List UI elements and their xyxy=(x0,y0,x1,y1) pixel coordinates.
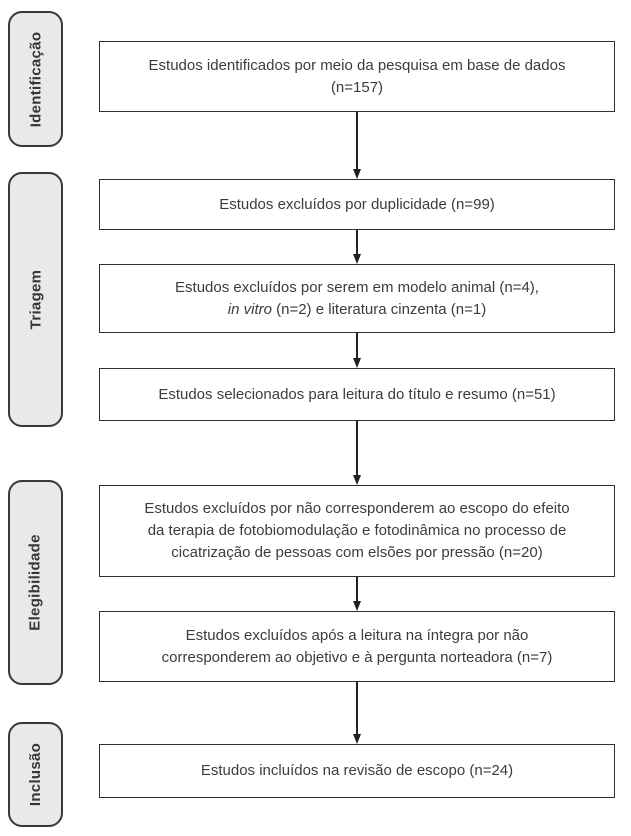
box-excluded-out-of-scope: Estudos excluídos por não corresponderem… xyxy=(99,485,615,577)
stage-inclusao: Inclusão xyxy=(8,722,63,827)
flow-arrow-1 xyxy=(353,112,361,179)
arrow-head-icon xyxy=(353,475,361,485)
box-text-line: Estudos excluídos por não corresponderem… xyxy=(144,500,570,517)
box-excluded-duplicates: Estudos excluídos por duplicidade (n=99) xyxy=(99,179,615,230)
stage-identificacao-label: Identificação xyxy=(27,31,44,127)
stage-identificacao: Identificação xyxy=(8,11,63,147)
arrow-head-icon xyxy=(353,358,361,368)
box-text-line: da terapia de fotobiomodulação e fotodin… xyxy=(147,522,567,539)
box-text-line: Estudos selecionados para leitura do tít… xyxy=(158,385,556,403)
box-included-review: Estudos incluídos na revisão de escopo (… xyxy=(99,744,615,798)
italic-in-vitro: in vitro xyxy=(227,300,272,318)
box-text-line: cicatrização de pessoas com elsões por p… xyxy=(171,544,543,561)
box-text-line: corresponderem ao objetivo e à pergunta … xyxy=(161,648,553,666)
flow-arrow-2 xyxy=(353,230,361,264)
box-text-line: Estudos excluídos por serem em modelo an… xyxy=(175,278,539,296)
stage-triagem-label: Triagem xyxy=(27,269,44,330)
flow-arrow-4 xyxy=(353,421,361,485)
box-selected-title-abstract: Estudos selecionados para leitura do tít… xyxy=(99,368,615,421)
stage-elegibilidade: Elegibilidade xyxy=(8,480,63,685)
arrow-head-icon xyxy=(353,254,361,264)
box-text-line: Estudos excluídos por duplicidade (n=99) xyxy=(219,195,495,213)
stage-inclusao-label: Inclusão xyxy=(27,742,44,807)
box-excluded-animal-invitro-grey-literature: Estudos excluídos por serem em modelo an… xyxy=(99,264,615,333)
box-identified-studies: Estudos identificados por meio da pesqui… xyxy=(99,41,615,112)
box-text-line: Estudos identificados por meio da pesqui… xyxy=(148,56,566,74)
arrow-shaft xyxy=(356,577,358,601)
arrow-shaft xyxy=(356,112,358,169)
box-text-line: (n=157) xyxy=(330,78,384,96)
arrow-head-icon xyxy=(353,169,361,179)
box-text-line: in vitro (n=2) e literatura cinzenta (n=… xyxy=(228,299,486,321)
arrow-head-icon xyxy=(353,601,361,611)
flow-arrow-3 xyxy=(353,333,361,368)
box-excluded-full-text: Estudos excluídos após a leitura na ínte… xyxy=(99,611,615,682)
stage-triagem: Triagem xyxy=(8,172,63,427)
arrow-shaft xyxy=(356,421,358,475)
arrow-head-icon xyxy=(353,734,361,744)
flow-arrow-5 xyxy=(353,577,361,611)
arrow-shaft xyxy=(356,682,358,734)
stage-elegibilidade-label: Elegibilidade xyxy=(27,534,45,631)
box-text-line: Estudos incluídos na revisão de escopo (… xyxy=(200,762,514,779)
flow-arrow-6 xyxy=(353,682,361,744)
box-text-segment: (n=2) e literatura cinzenta (n=1) xyxy=(271,300,487,318)
arrow-shaft xyxy=(356,333,358,358)
box-text-line: Estudos excluídos após a leitura na ínte… xyxy=(185,626,529,644)
arrow-shaft xyxy=(356,230,358,254)
